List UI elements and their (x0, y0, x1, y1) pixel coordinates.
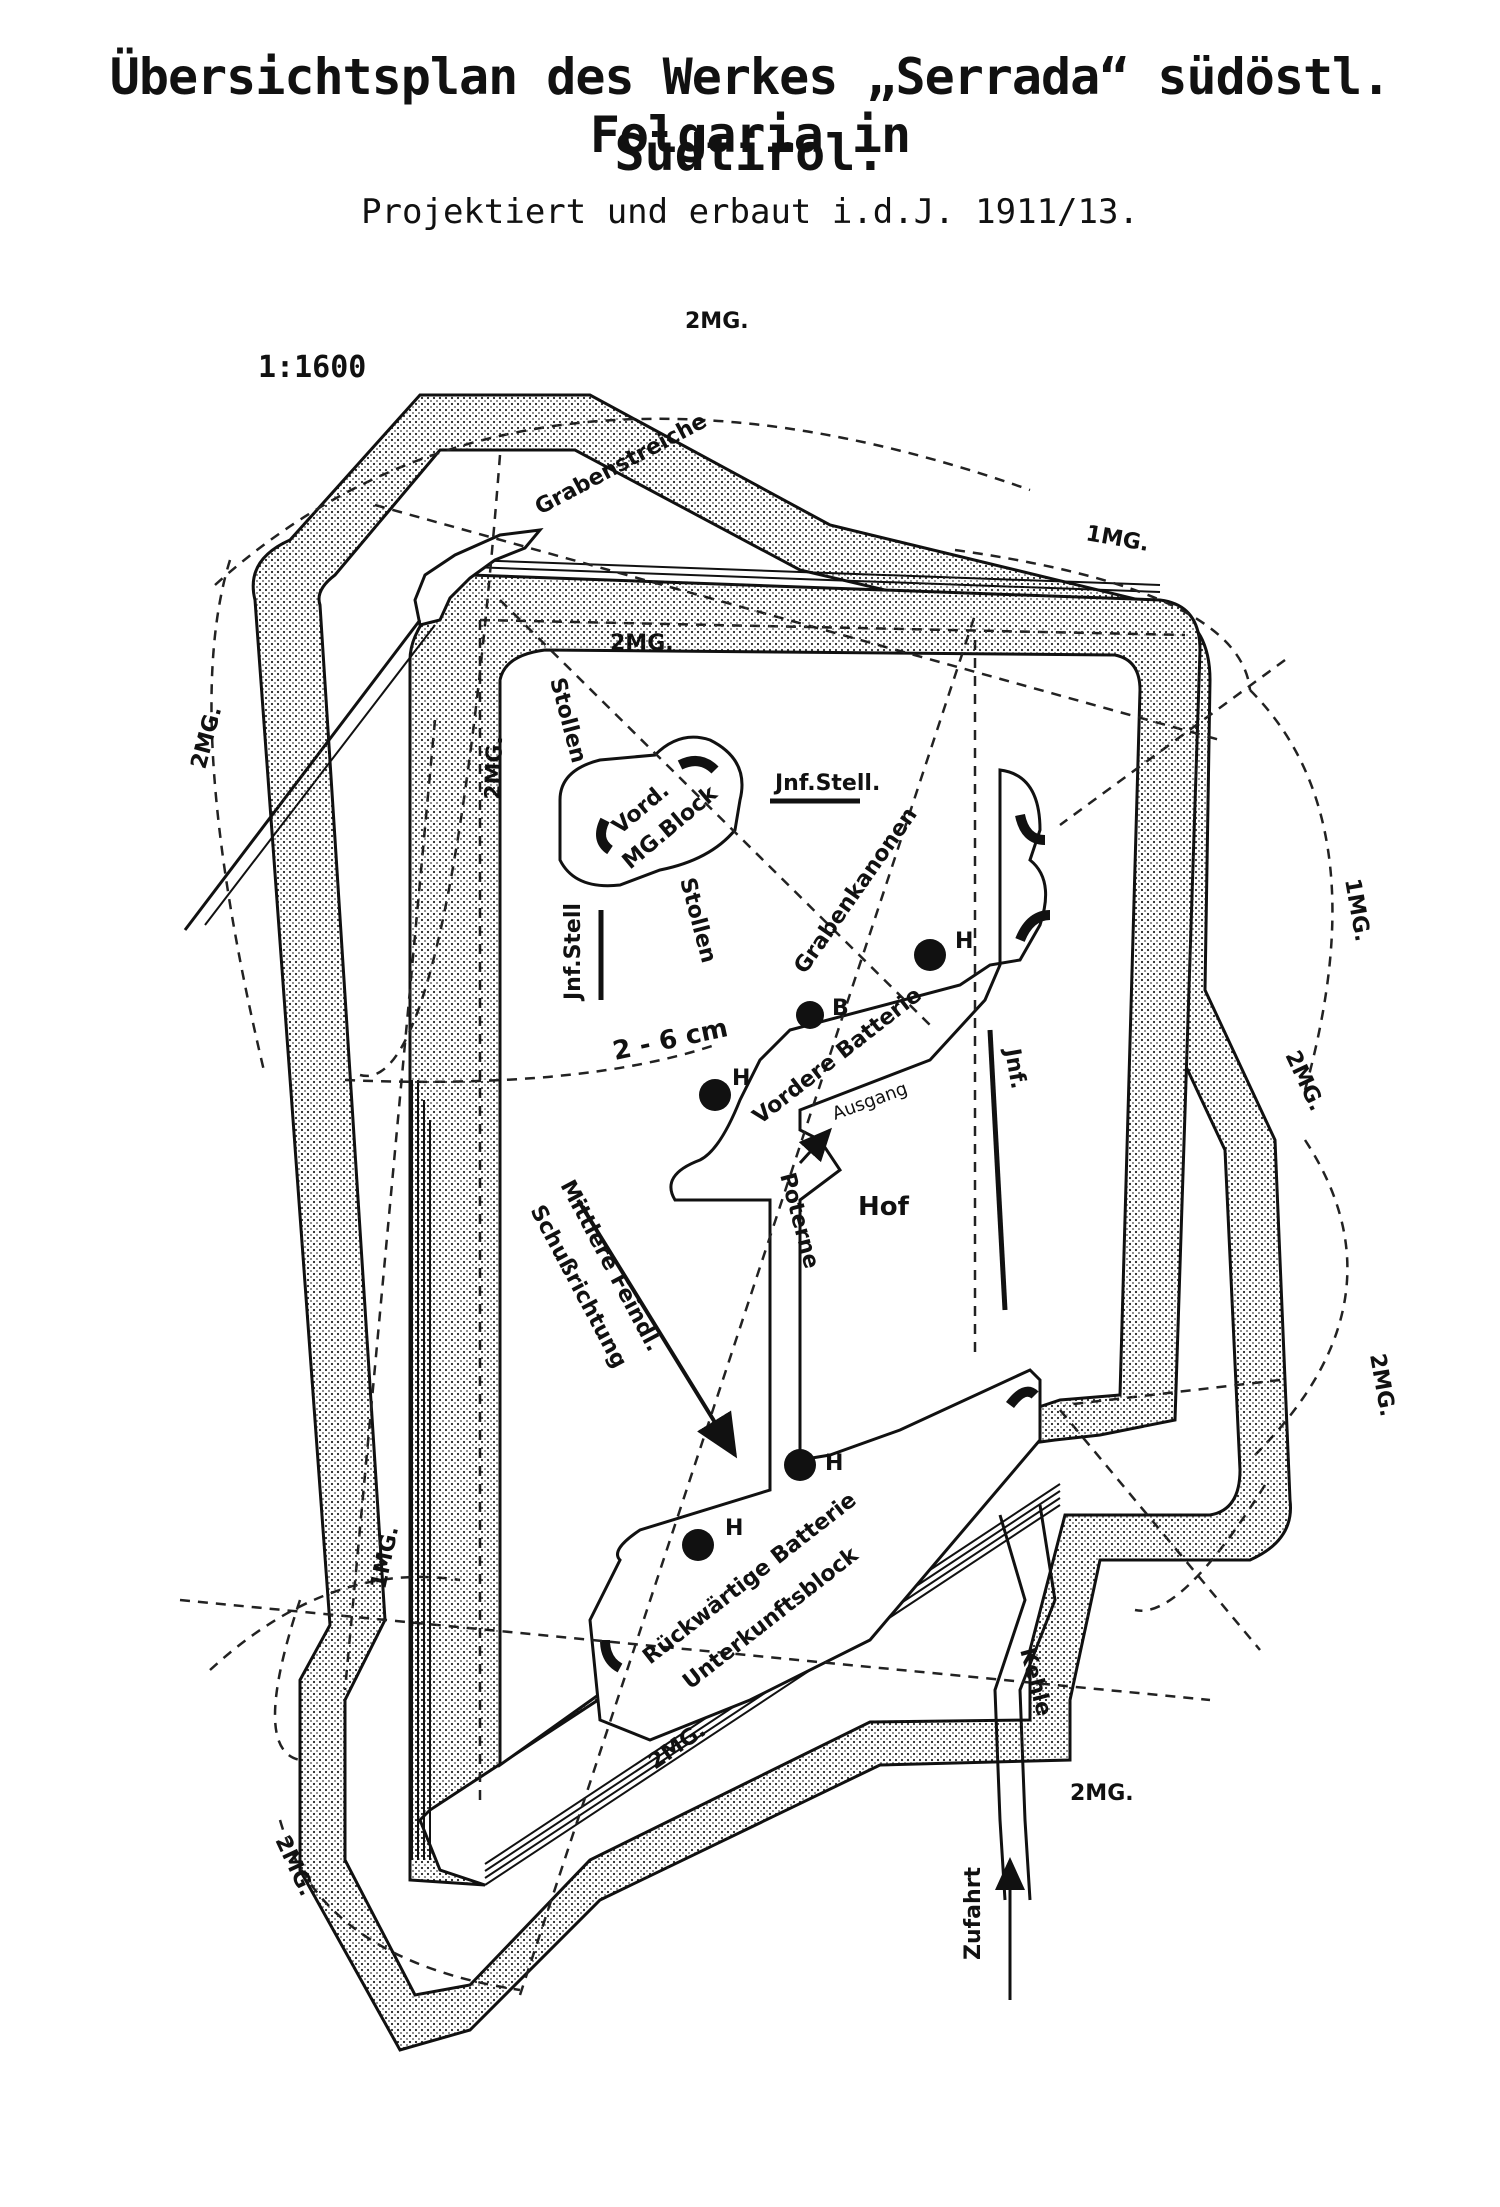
label-h: H (732, 1066, 750, 1091)
label-inf-stell-upper: Jnf.Stell. (773, 771, 880, 796)
plan-subtitle: Projektiert und erbaut i.d.J. 1911/13. (361, 192, 1139, 232)
gun-position-h-icon (682, 1529, 714, 1561)
mg-embrasure-icon (1015, 813, 1046, 845)
mg-label-right-2mg-lower: 2MG. (1364, 1352, 1400, 1419)
label-h: H (825, 1451, 843, 1476)
enemy-fire-direction-arrow (576, 1198, 738, 1459)
kehle-access-road (993, 1504, 1057, 1901)
label-hof: Hof (858, 1192, 910, 1222)
mg-embrasure-icon (1015, 910, 1051, 943)
label-h: H (955, 929, 973, 954)
label-zufahrt: Zufahrt (961, 1866, 986, 1960)
battery-complex-outline (588, 768, 1048, 1742)
gun-position-h-icon (699, 1079, 731, 1111)
inf-trench (987, 1029, 1008, 1311)
mg-label-right-1mg: 1MG. (1339, 877, 1375, 944)
mg-label-bottom-right: 2MG. (1070, 1781, 1134, 1806)
mg-label-inner-top: 2MG. (610, 631, 674, 656)
mg-label-upper-right: 1MG. (1084, 521, 1151, 557)
scale-label: 1:1600 (258, 350, 367, 385)
grabenstreiche-caponier (413, 528, 544, 627)
caponier-wall-line (204, 624, 436, 926)
label-b: B (832, 996, 849, 1021)
ausgang-arrow (798, 1127, 833, 1165)
gun-position-h-icon (784, 1449, 816, 1481)
mg-label-left-outer: 2MG. (187, 704, 228, 772)
plan-title-location: Südtirol. (614, 124, 886, 182)
label-inf-stell-left: Jnf.Stell (561, 903, 586, 1002)
field-of-fire-lines (179, 417, 1349, 1996)
mg-label-top: 2MG. (685, 309, 749, 334)
caponier-wall-line (183, 619, 422, 931)
mg-label-left-inner: 2MG. (481, 736, 508, 800)
mg-embrasure-icon (1006, 1386, 1039, 1409)
gun-position-b-icon (796, 1001, 824, 1029)
plan-title: Übersichtsplan des Werkes „Serrada“ südö… (109, 48, 1392, 164)
mg-embrasure-icon (596, 817, 614, 855)
mg-embrasure-icon (600, 1639, 623, 1673)
mg-embrasure-icon (677, 756, 719, 774)
gun-position-h-icon (914, 939, 946, 971)
mg-label-right-2mg-upper: 2MG. (1280, 1047, 1330, 1115)
label-h: H (725, 1516, 743, 1541)
